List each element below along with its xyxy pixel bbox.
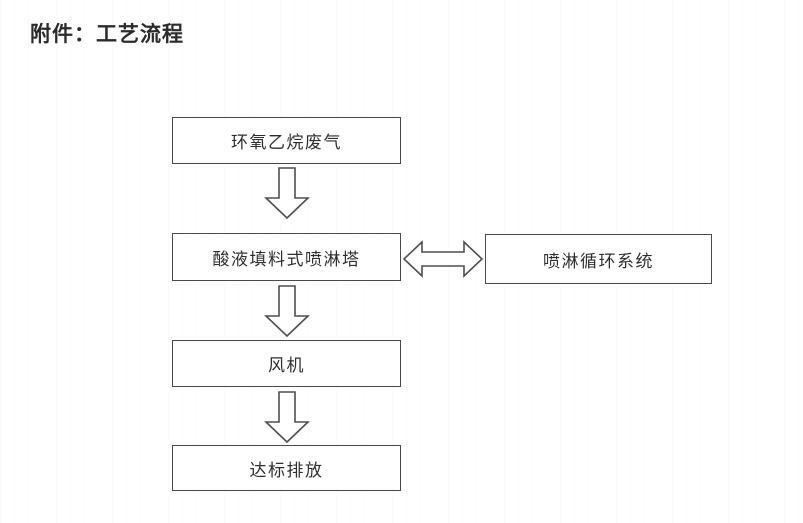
flow-node-label: 环氧乙烷废气 [231, 133, 342, 153]
flow-node-label: 达标排放 [249, 460, 324, 481]
flow-node-emission[interactable]: 达标排放 [172, 445, 401, 491]
arrow-down-icon [263, 166, 311, 220]
arrow-left-right-icon [402, 239, 484, 279]
arrow-left-right-glyph [402, 240, 484, 278]
arrow-down-icon [263, 390, 311, 444]
arrow-down-glyph [264, 285, 310, 338]
flow-node-label: 喷淋循环系统 [543, 251, 654, 272]
flow-node-fan[interactable]: 风机 [172, 340, 401, 387]
page-title: 附件：工艺流程 [30, 21, 184, 46]
flow-node-waste-gas[interactable]: 环氧乙烷废气 [172, 117, 401, 164]
arrow-down-glyph [264, 167, 310, 220]
flow-node-label: 风机 [268, 356, 305, 376]
flow-node-circulation[interactable]: 喷淋循环系统 [485, 234, 712, 284]
flow-node-spray-tower[interactable]: 酸液填料式喷淋塔 [172, 233, 401, 281]
arrow-down-icon [263, 284, 311, 338]
arrow-down-glyph [264, 391, 310, 444]
flow-node-label: 酸液填料式喷淋塔 [212, 249, 361, 270]
